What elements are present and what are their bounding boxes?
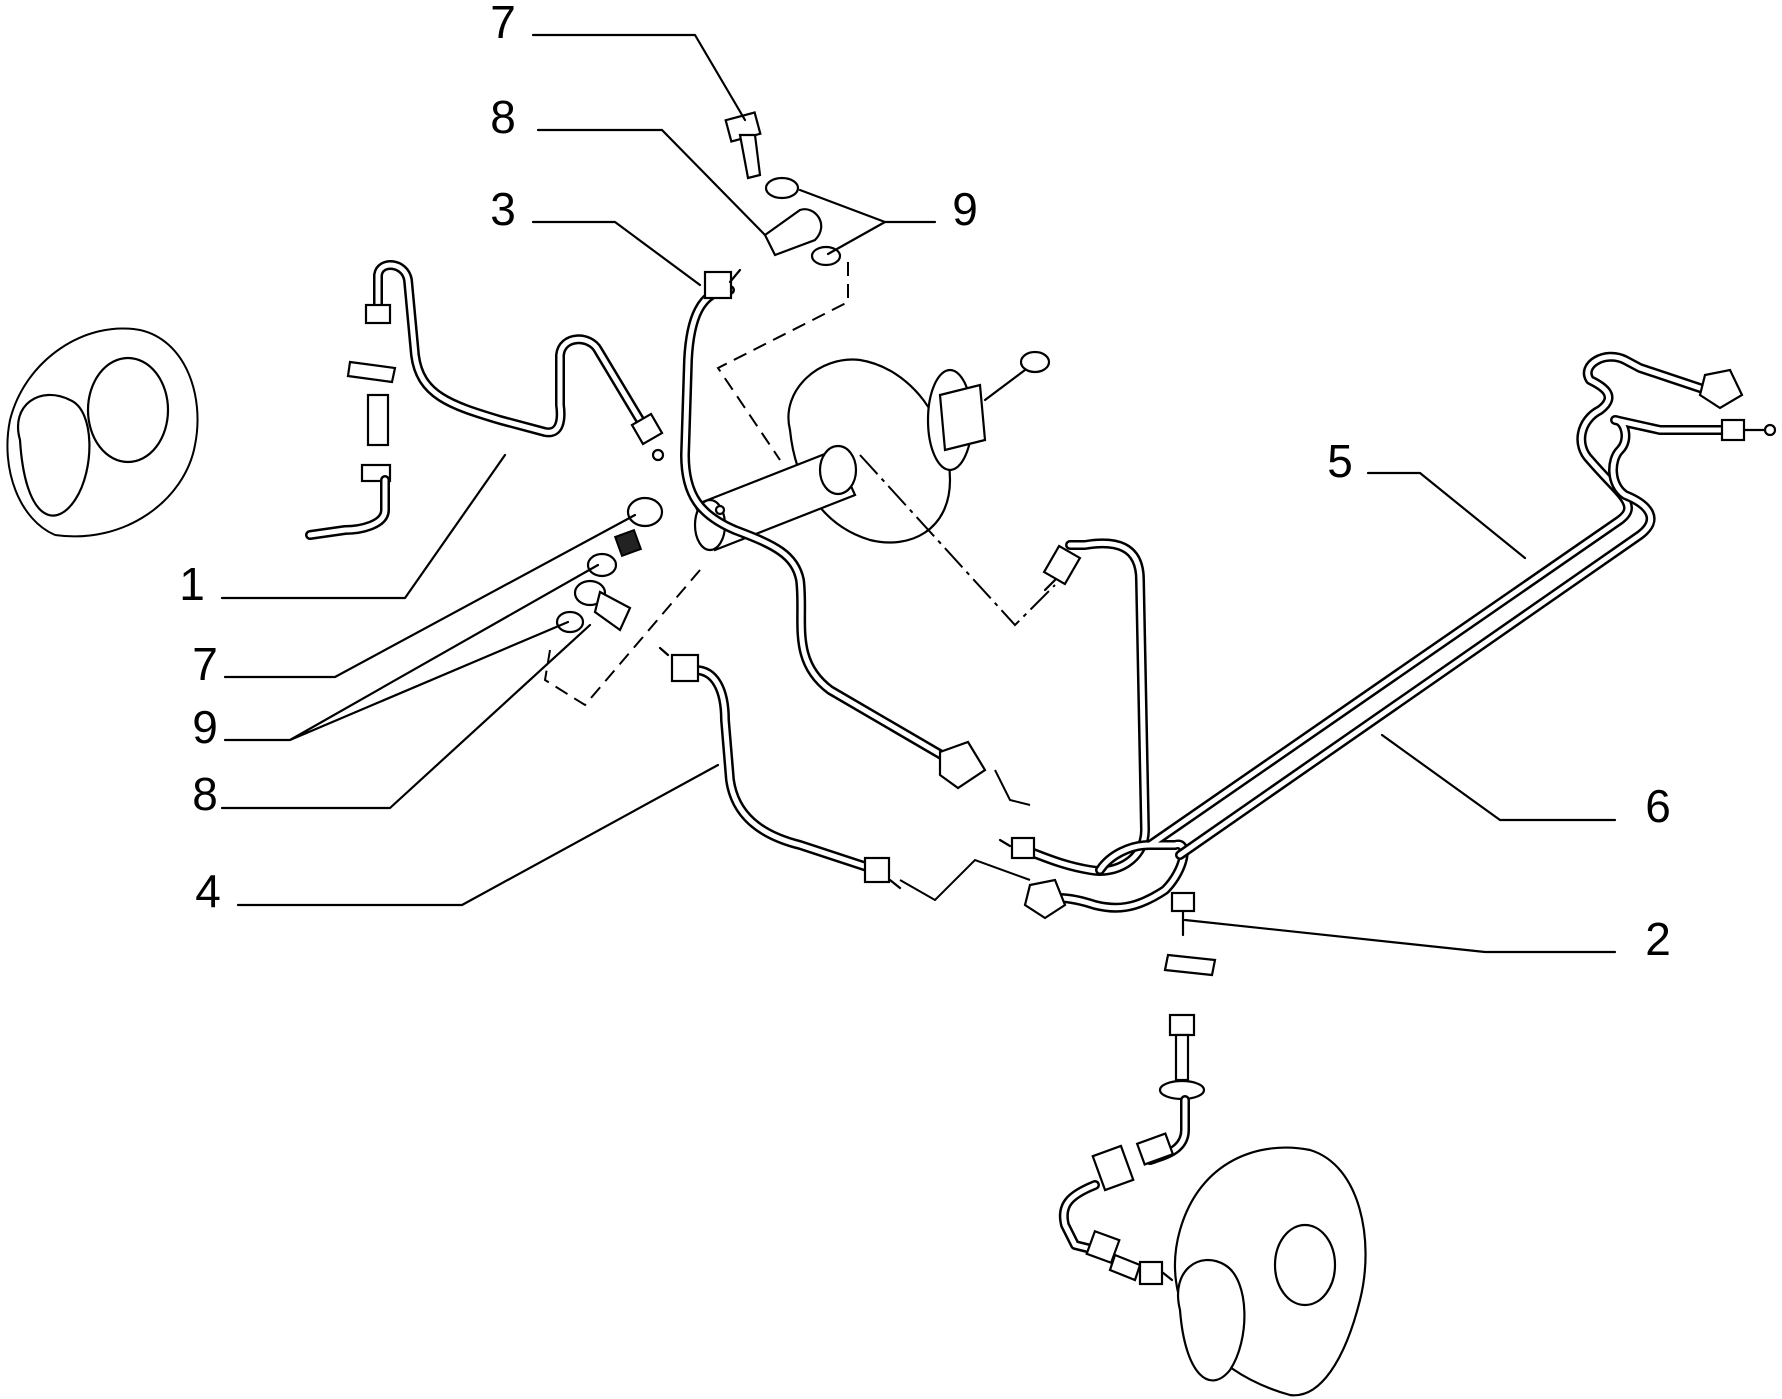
dashed-link-4-2	[899, 858, 1031, 902]
leader-7a	[531, 33, 747, 122]
callout-5: 5	[1327, 435, 1353, 487]
callout-2: 2	[1645, 913, 1671, 965]
brake-pipe-4	[658, 646, 902, 890]
leader-6	[1380, 733, 1617, 822]
callout-3: 3	[490, 183, 516, 235]
callout-8-top: 8	[490, 91, 516, 143]
left-flexible-hose	[305, 360, 397, 540]
dashed-link-3	[994, 769, 1031, 806]
leader-3	[531, 220, 702, 287]
callout-9-left: 9	[192, 701, 218, 753]
dashed-link-lower	[543, 569, 701, 707]
brake-pipe-6	[1023, 368, 1777, 920]
right-flexible-hose	[1058, 891, 1217, 1286]
leader-4	[236, 763, 720, 907]
leader-1	[220, 453, 507, 600]
dashdot-link-booster	[859, 454, 1056, 627]
callout-9-right: 9	[952, 183, 978, 235]
callout-7-top: 7	[490, 0, 516, 48]
leader-9a	[798, 188, 937, 256]
callout-7-left: 7	[192, 638, 218, 690]
callout-8-left: 8	[192, 768, 218, 820]
left-brake-disc	[6, 327, 199, 538]
leader-8b	[220, 623, 592, 810]
callout-4: 4	[195, 865, 221, 917]
callout-6: 6	[1645, 780, 1671, 832]
leader-2	[1183, 918, 1617, 954]
brake-pipe-1	[364, 260, 665, 462]
leader-7b	[223, 513, 637, 679]
brake-booster	[693, 350, 1051, 552]
leader-8a	[536, 128, 767, 237]
banjo-bolt-lower	[555, 496, 664, 634]
leader-5	[1366, 471, 1527, 560]
banjo-bolt-upper	[724, 111, 842, 267]
brake-pipe-mid	[998, 538, 1150, 876]
right-brake-disc	[1173, 1146, 1367, 1397]
brake-pipe-3	[680, 268, 987, 790]
callout-labels: 1 2 3 4 5 6 7 7 8 8 9 9	[179, 0, 1671, 965]
leader-lines	[220, 33, 1617, 954]
leader-9b	[223, 563, 600, 742]
dashed-link-upper	[716, 262, 849, 461]
callout-1: 1	[179, 558, 205, 610]
